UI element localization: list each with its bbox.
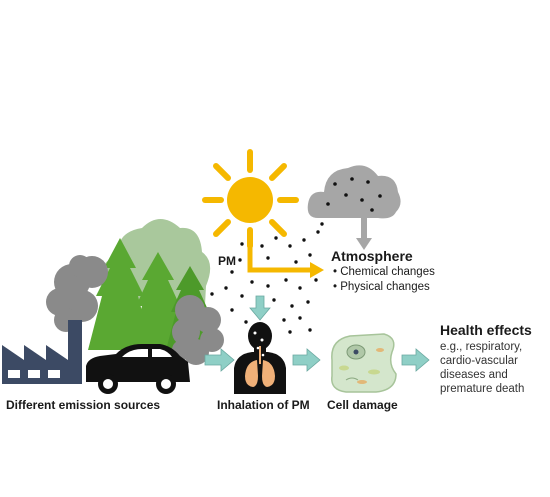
sunlight-arrow [247,240,324,278]
sun-icon [202,149,299,249]
cell-damage-label: Cell damage [327,398,398,412]
down-arrow-icon [249,295,271,321]
emission-sources-label: Different emission sources [6,398,161,412]
inhalation-label: Inhalation of PM [217,398,310,412]
flow-arrow-icon [292,348,321,372]
cloud-icon [307,165,401,250]
atmosphere-change-item: Chemical changes [333,265,435,280]
pm-label: PM [218,254,236,268]
health-effects-title: Health effects [440,322,532,338]
atmosphere-change-item: Physical changes [333,280,435,295]
flow-arrow-icon [401,348,430,372]
health-effects-description: e.g., respiratory, cardio-vascular disea… [440,341,525,395]
cell-icon [331,333,397,393]
pm-particles [210,222,324,334]
car-icon [86,344,190,394]
flow-arrow-icon [204,348,235,372]
atmosphere-title: Atmosphere [331,248,413,264]
person-lungs-icon [234,322,286,394]
factory-icon [2,320,82,384]
atmosphere-changes-list: Chemical changes Physical changes [333,265,435,295]
